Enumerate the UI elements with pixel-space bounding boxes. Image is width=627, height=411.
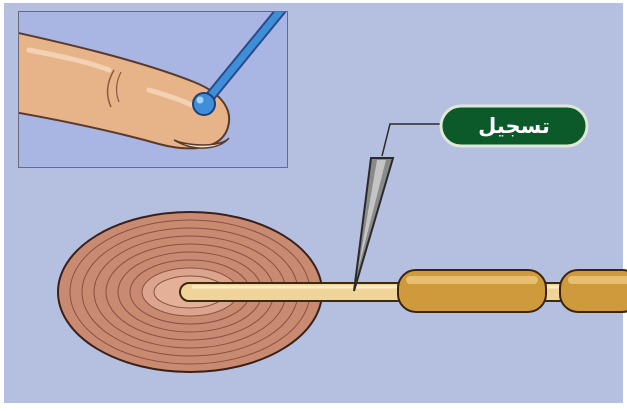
recording-electrode-icon <box>354 158 393 291</box>
callout-leader-line <box>382 124 442 156</box>
myelin-sheath <box>398 270 627 312</box>
recording-label-pill <box>441 106 587 146</box>
